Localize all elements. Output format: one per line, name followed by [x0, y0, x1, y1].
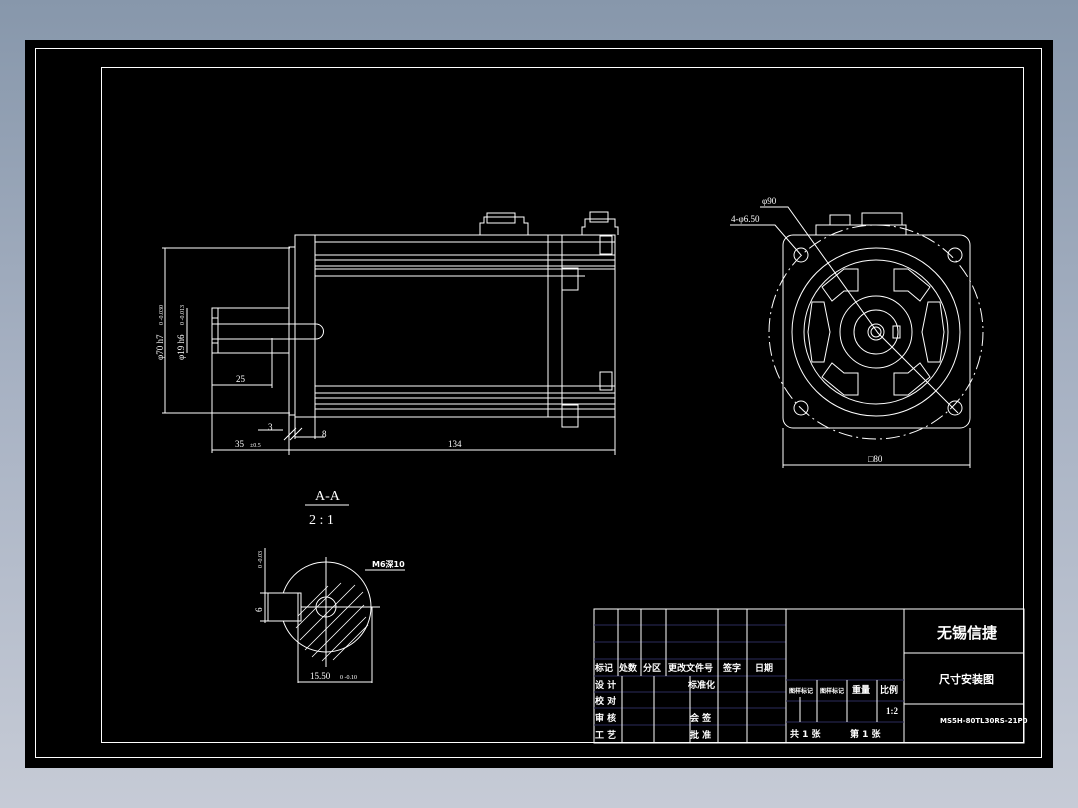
dim-square: □80	[868, 454, 883, 464]
company-name: 无锡信捷	[936, 624, 998, 642]
title-block	[593, 608, 1025, 744]
row-label-review: 审 核	[595, 712, 616, 724]
section-view	[260, 504, 405, 683]
dim-flange-step: 3	[268, 422, 273, 432]
dim-pcd: φ90	[762, 196, 777, 206]
dim-thread: M6深10	[372, 559, 405, 569]
rev-header-2: 分区	[643, 662, 661, 674]
section-title: A-A	[315, 489, 341, 504]
dim-key-depth: 15.50	[310, 671, 331, 681]
dim-outer-diameter: φ70 h7	[155, 334, 165, 360]
scale-value: 1:2	[886, 706, 898, 716]
rev-header-0: 标记	[594, 662, 613, 674]
row-role-countersign: 会 签	[690, 712, 712, 724]
dim-outer-tolerance: 0 -0.030	[159, 305, 165, 325]
dim-key-tol: 0 -0.03	[258, 551, 264, 568]
outer-frame	[35, 48, 1042, 758]
row-role-standard: 标准化	[687, 679, 715, 691]
mark-header-weight: 重量	[852, 684, 870, 696]
front-view	[162, 211, 619, 455]
dim-shaft-tolerance: 0 -0.013	[180, 305, 186, 325]
rev-header-3: 更改文件号	[668, 662, 713, 674]
mark-header-scale: 比例	[880, 684, 898, 696]
drawing-viewport[interactable]: φ70 h7 0 -0.030 φ19 h6 0 -0.013 25 35 ±0…	[25, 40, 1053, 768]
dim-shaft-length: 35	[235, 439, 245, 449]
sheet-total: 共 1 张	[790, 728, 822, 740]
dim-key-length: 25	[236, 374, 246, 384]
dim-flange-thickness: 8	[322, 429, 327, 439]
dim-shaft-length-tol: ±0.5	[250, 443, 261, 449]
row-label-check: 校 对	[595, 695, 616, 707]
side-view	[730, 206, 984, 468]
part-number: MS5H-80TL30RS-21P0	[940, 717, 1028, 725]
row-label-design: 设 计	[595, 679, 616, 691]
drawing-title: 尺寸安装图	[939, 672, 994, 686]
dim-holes: 4-φ6.50	[731, 214, 760, 224]
row-role-approve: 批 准	[690, 729, 711, 741]
dim-body-length: 134	[448, 439, 462, 449]
cad-drawing: φ70 h7 0 -0.030 φ19 h6 0 -0.013 25 35 ±0…	[35, 48, 1042, 758]
rev-header-4: 签字	[722, 662, 741, 674]
dim-key-width: 6	[254, 607, 264, 612]
dim-key-depth-tol: 0 -0.10	[340, 675, 357, 681]
mark-header-0: 图样标记	[789, 687, 813, 695]
inner-frame	[101, 67, 1024, 743]
rev-header-5: 日期	[755, 662, 773, 674]
mark-header-1: 图样标记	[820, 687, 844, 695]
sheet-index: 第 1 张	[850, 728, 882, 740]
rev-header-1: 处数	[618, 662, 638, 674]
row-label-process: 工 艺	[595, 729, 616, 741]
section-scale: 2 : 1	[309, 513, 334, 528]
dim-shaft-diameter: φ19 h6	[176, 334, 186, 360]
